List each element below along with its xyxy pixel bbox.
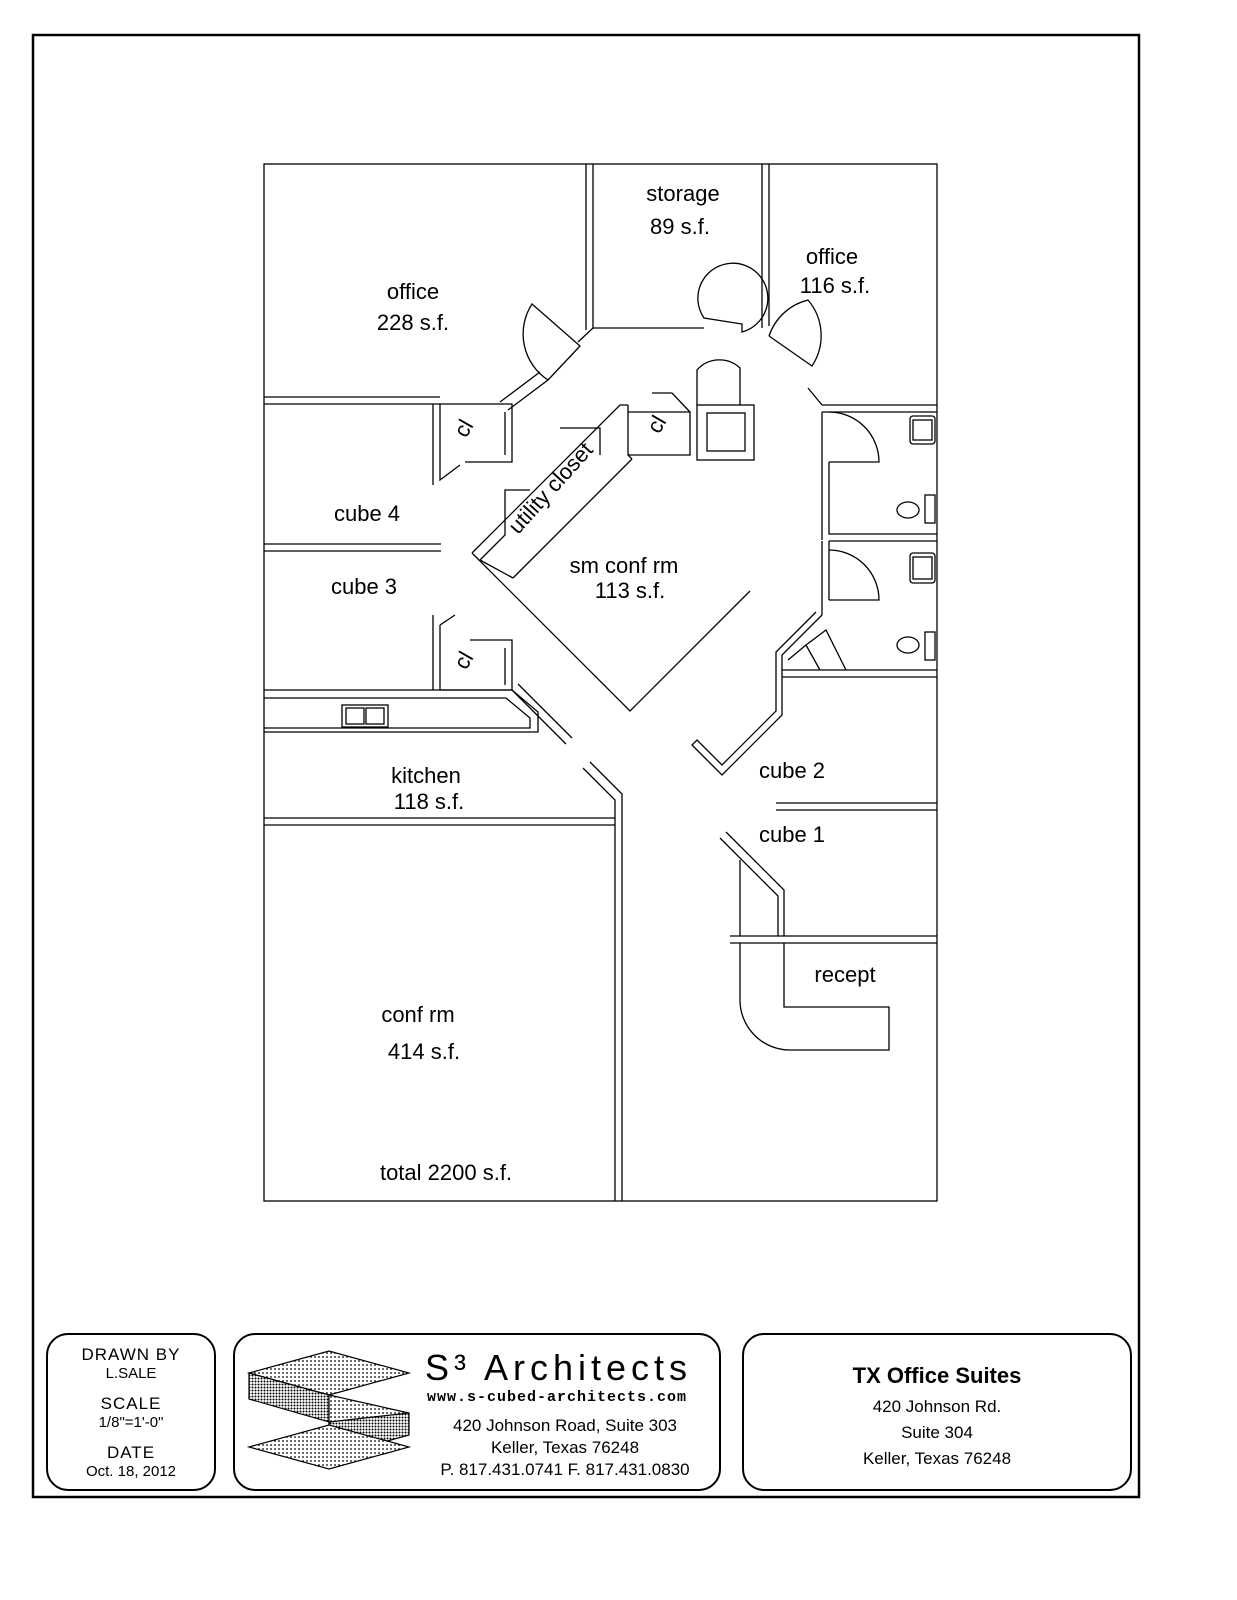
- room-storage-name: storage: [646, 181, 719, 206]
- firm-logo: [246, 1350, 412, 1470]
- firm-address: 420 Johnson Road, Suite 303 Keller, Texa…: [415, 1415, 715, 1481]
- total-area-label: total 2200 s.f.: [380, 1160, 512, 1185]
- room-storage-area: 89 s.f.: [650, 214, 710, 239]
- firm-phone-fax: P. 817.431.0741 F. 817.431.0830: [440, 1460, 690, 1479]
- room-labels: office 228 s.f. storage 89 s.f. office 1…: [331, 181, 876, 1185]
- drawn-by-label: DRAWN BY: [81, 1345, 181, 1364]
- floor-plan-walls: [263, 163, 938, 1202]
- room-cube-3-name: cube 3: [331, 574, 397, 599]
- room-kitchen-area: 118 s.f.: [394, 789, 465, 814]
- room-closet-3-name: cl: [449, 647, 479, 673]
- room-closet-1-name: cl: [449, 415, 479, 441]
- room-cube-4-name: cube 4: [334, 501, 400, 526]
- drawn-by-value: L.SALE: [105, 1365, 157, 1382]
- room-office-116-name: office: [806, 244, 858, 269]
- firm-website: www.s-cubed-architects.com: [427, 1389, 688, 1406]
- project-address-line-2: Suite 304: [901, 1423, 973, 1442]
- room-utility-closet-name: utility closet: [503, 437, 598, 538]
- room-office-228-name: office: [387, 279, 439, 304]
- scale-label: SCALE: [100, 1394, 162, 1413]
- room-office-228-area: 228 s.f.: [377, 310, 449, 335]
- room-recept-name: recept: [814, 962, 875, 987]
- room-office-116-area: 116 s.f.: [800, 273, 871, 298]
- room-cube-1-name: cube 1: [759, 822, 825, 847]
- date-label: DATE: [106, 1443, 156, 1462]
- firm-name: S³ Architects: [425, 1347, 693, 1388]
- firm-info-box: S³ Architects www.s-cubed-architects.com…: [233, 1333, 721, 1491]
- project-address-line-3: Keller, Texas 76248: [862, 1449, 1012, 1468]
- drawing-info-box: DRAWN BY L.SALE SCALE 1/8"=1'-0" DATE Oc…: [46, 1333, 216, 1491]
- room-closet-2-name: cl: [642, 411, 672, 437]
- room-sm-conf-area: 113 s.f.: [595, 578, 666, 603]
- room-cube-2-name: cube 2: [759, 758, 825, 783]
- firm-address-line-1: 420 Johnson Road, Suite 303: [452, 1416, 677, 1435]
- scale-value: 1/8"=1'-0": [98, 1414, 164, 1431]
- firm-address-line-2: Keller, Texas 76248: [490, 1438, 640, 1457]
- project-address-line-1: 420 Johnson Rd.: [872, 1397, 1002, 1416]
- sheet-border: [31, 33, 1141, 1499]
- room-conf-rm-area: 414 s.f.: [388, 1039, 460, 1064]
- room-kitchen-name: kitchen: [391, 763, 461, 788]
- project-name: TX Office Suites: [852, 1363, 1022, 1388]
- date-value: Oct. 18, 2012: [85, 1463, 177, 1480]
- project-info-box: TX Office Suites 420 Johnson Rd. Suite 3…: [742, 1333, 1132, 1491]
- room-sm-conf-name: sm conf rm: [570, 553, 679, 578]
- room-conf-rm-name: conf rm: [381, 1002, 454, 1027]
